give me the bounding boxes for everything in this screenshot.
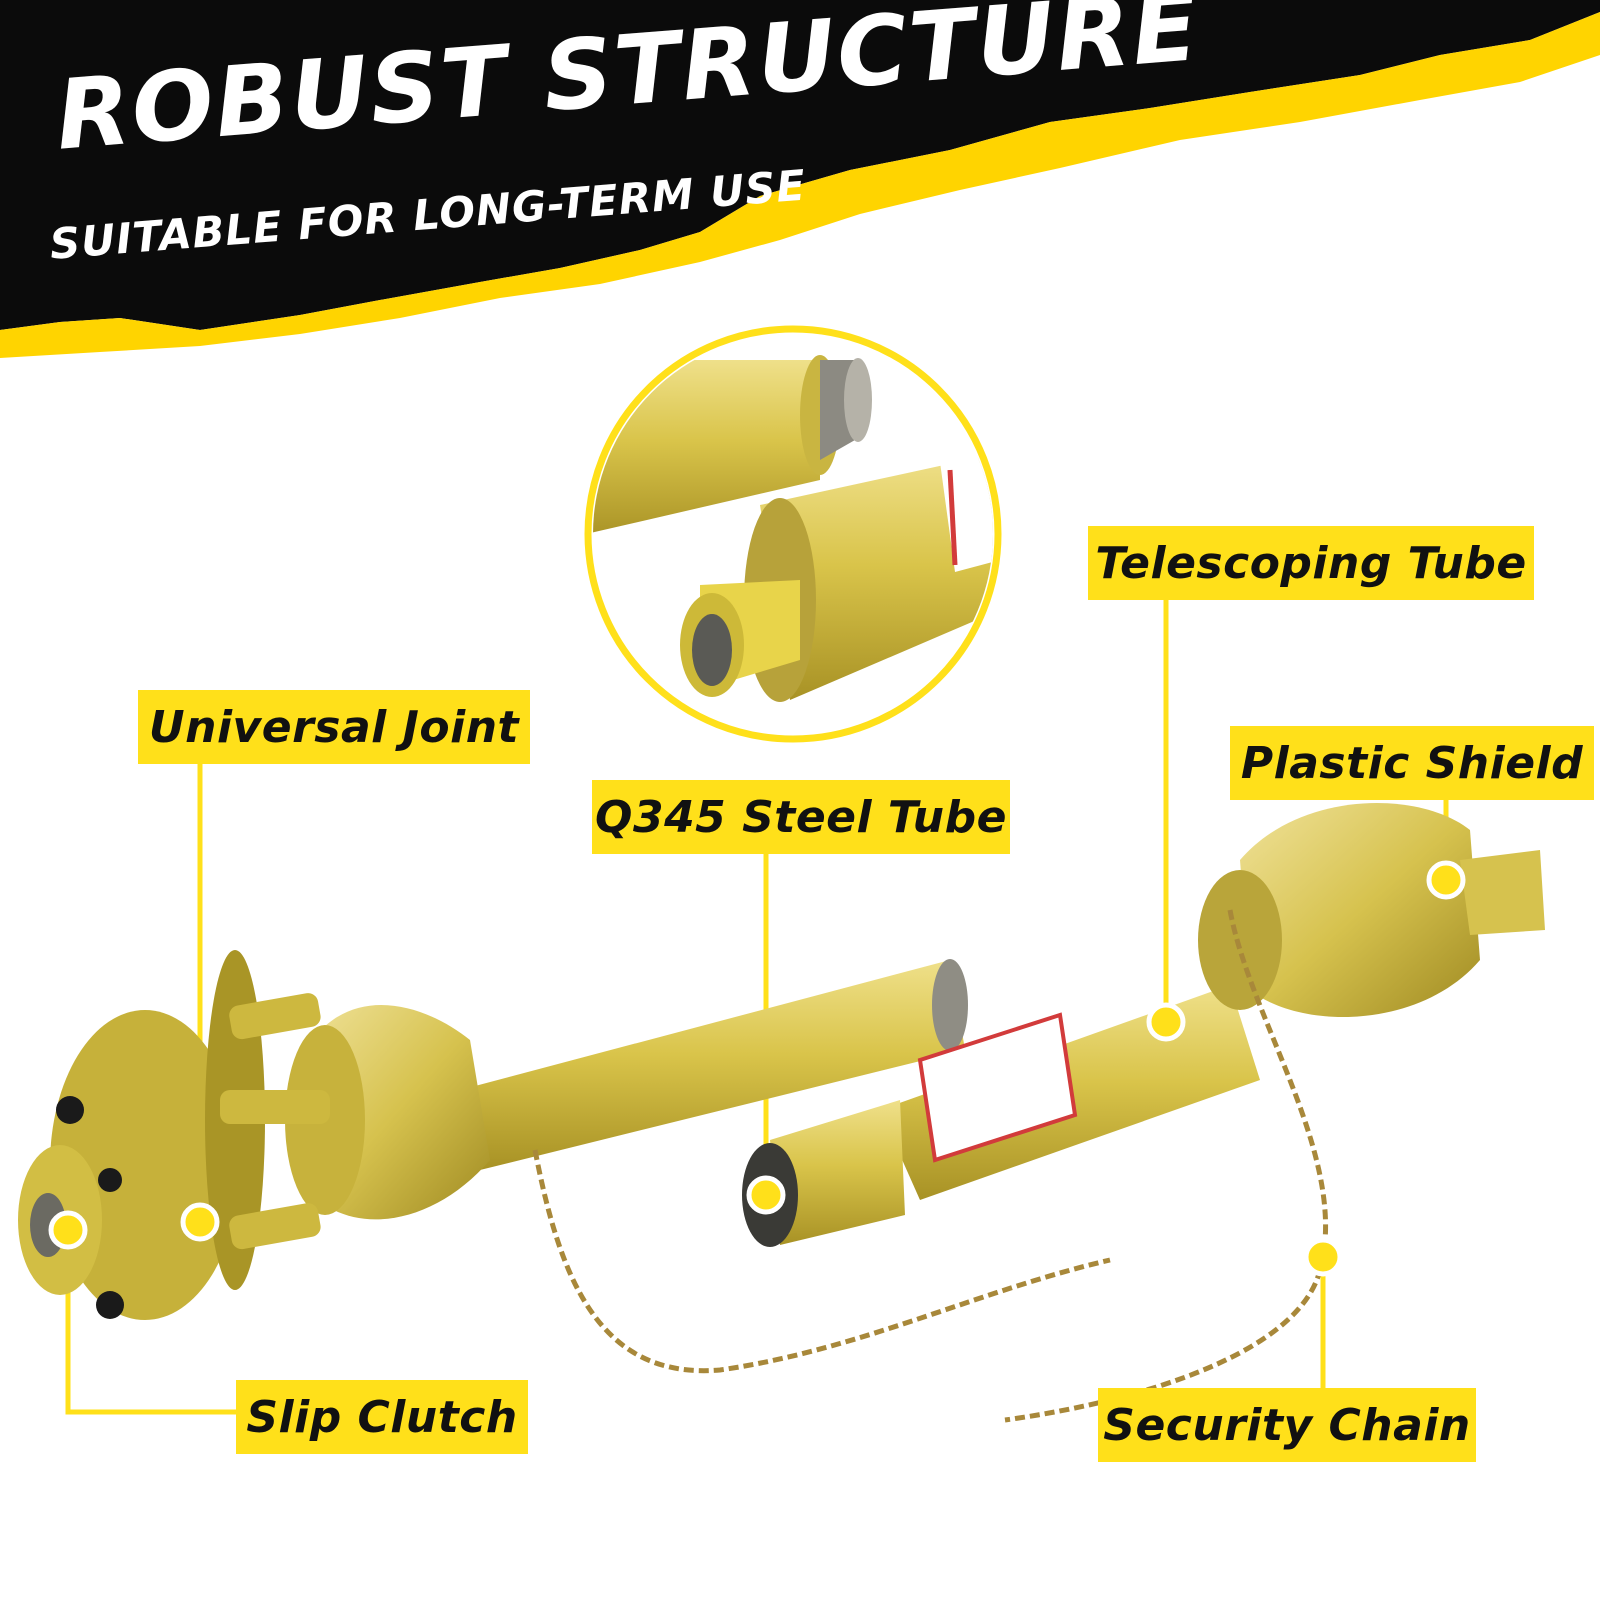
callout-plastic-shield: Plastic Shield — [1230, 726, 1594, 800]
slip-clutch-assembly — [18, 950, 330, 1320]
banner-background — [0, 0, 1600, 330]
callout-telescoping-tube: Telescoping Tube — [1088, 526, 1534, 600]
callout-universal-joint: Universal Joint — [138, 690, 530, 764]
zoom-inset — [584, 325, 1002, 743]
callout-slip-clutch: Slip Clutch — [236, 1380, 528, 1454]
callout-markers — [48, 860, 1466, 1277]
banner-yellow-stripe — [0, 12, 1600, 358]
callout-security-chain: Security Chain — [1098, 1388, 1476, 1462]
callout-steel-tube: Q345 Steel Tube — [592, 780, 1010, 854]
pto-shaft — [18, 802, 1545, 1423]
